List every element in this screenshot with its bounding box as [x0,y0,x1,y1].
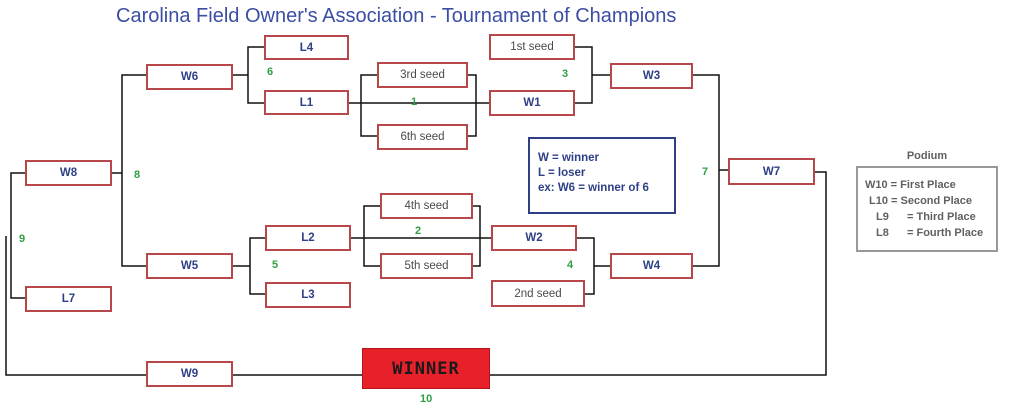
game-number-7: 7 [702,166,709,178]
box-w4: W4 [610,253,693,279]
box-w2: W2 [491,225,577,251]
connector-game5 [249,237,265,295]
box-l1: L1 [264,90,349,115]
podium-fourth-code: L8 [876,227,889,239]
box-seed4: 4th seed [380,193,473,219]
box-seed6: 6th seed [377,124,468,150]
connector-game1 [360,74,377,137]
box-l4: L4 [264,35,349,60]
game-number-9: 9 [19,233,26,245]
box-seed1: 1st seed [489,34,575,60]
box-seed5: 5th seed [380,253,473,279]
connector-game6 [247,46,264,104]
box-l7: L7 [25,286,112,312]
box-w7: W7 [728,158,815,185]
box-l2: L2 [265,225,351,251]
game-number-5: 5 [272,259,279,271]
game-number-1: 1 [411,96,418,108]
legend-winner: W = winner [538,152,600,164]
box-l3: L3 [265,282,351,308]
podium-title: Podium [906,150,948,162]
legend-loser: L = loser [538,167,586,179]
box-w6: W6 [146,64,233,90]
podium-box: Podium W10 = First Place L10 = Second Pl… [856,150,998,252]
game-number-4: 4 [567,259,574,271]
podium-third-code: L9 [876,211,889,223]
legend-box: W = winner L = loser ex: W6 = winner of … [528,137,676,214]
box-w9: W9 [146,361,233,387]
game-number-10: 10 [420,393,433,405]
box-seed2: 2nd seed [491,280,585,307]
podium-third-label: = Third Place [907,211,976,223]
podium-fourth-label: = Fourth Place [907,227,984,239]
page-title: Carolina Field Owner's Association - Tou… [116,5,677,27]
box-w3: W3 [610,63,693,89]
connector-final-left [5,236,362,376]
podium-first: W10 = First Place [865,179,956,191]
game-number-6: 6 [267,66,274,78]
box-w5: W5 [146,253,233,279]
game-number-8: 8 [134,169,141,181]
connector-game2-right [473,205,481,267]
podium-second: L10 = Second Place [869,195,973,207]
connector-game3 [575,46,593,104]
connector-game8 [121,74,146,267]
winner-box: WINNER [362,348,490,389]
connector-final-right [490,171,827,376]
legend-example: ex: W6 = winner of 6 [538,182,649,194]
connector-game1-right [468,74,477,137]
game-number-2: 2 [415,225,422,237]
connector-game2 [363,205,380,267]
connector-game9 [10,172,25,299]
game-number-3: 3 [562,68,569,80]
box-w8: W8 [25,160,112,186]
box-w1: W1 [489,90,575,116]
box-seed3: 3rd seed [377,62,468,88]
